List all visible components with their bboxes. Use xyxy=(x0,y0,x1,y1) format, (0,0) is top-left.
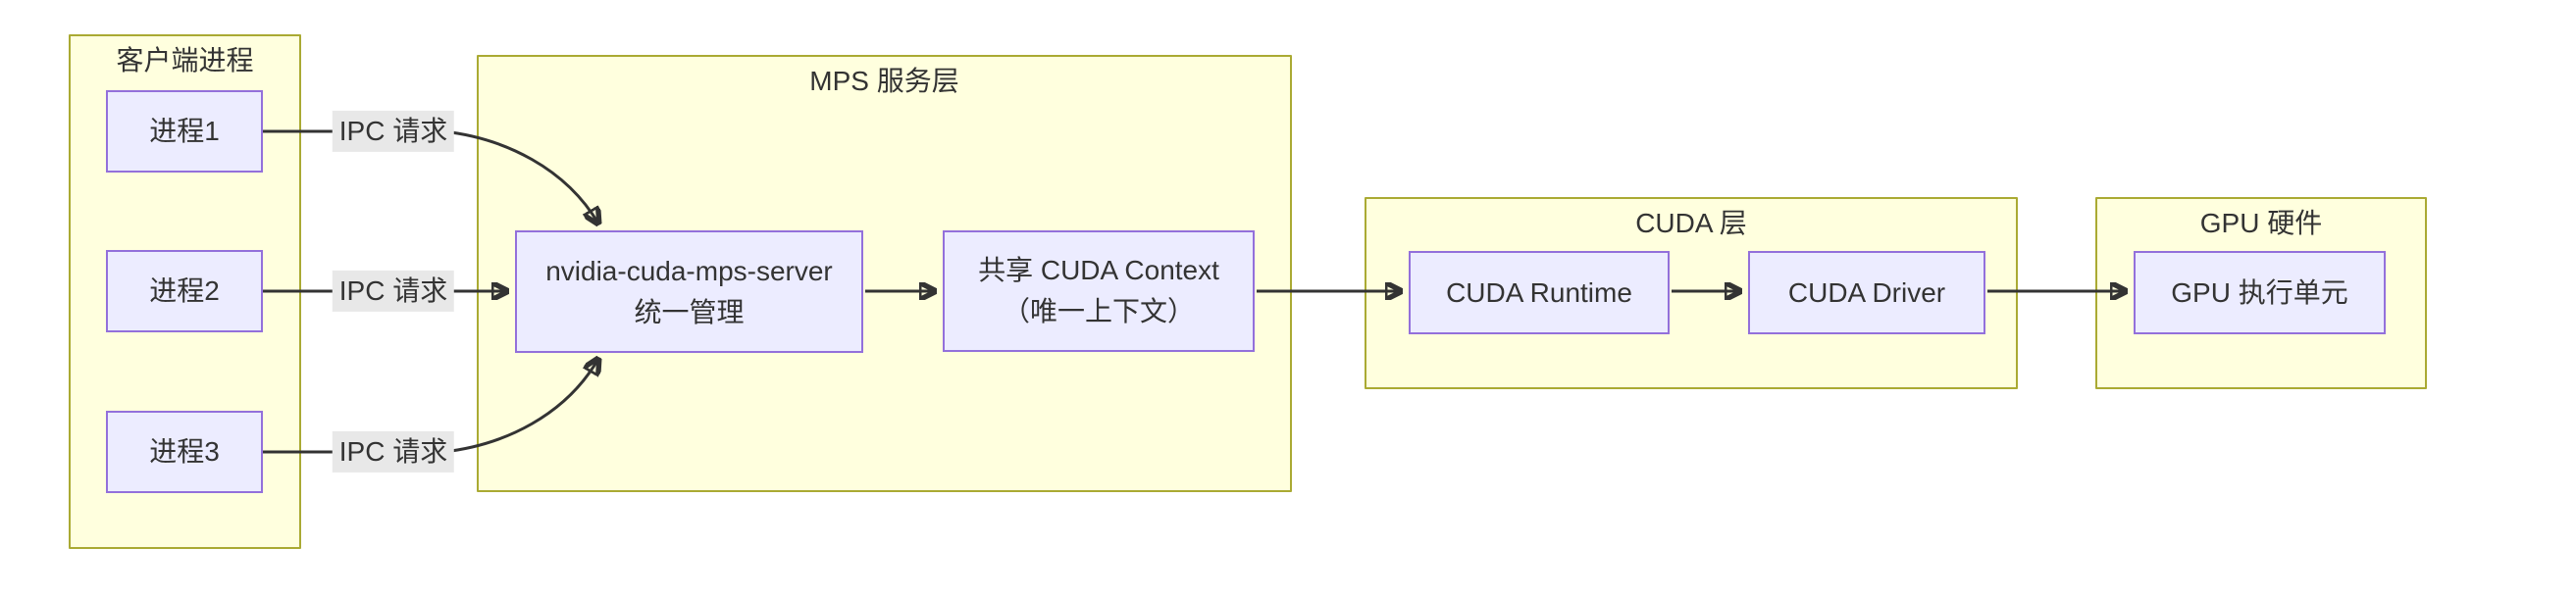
node-mps-server-label-line1: nvidia-cuda-mps-server xyxy=(545,255,833,286)
cluster-mps-title: MPS 服务层 xyxy=(809,66,959,96)
node-process-3: 进程3 xyxy=(106,411,263,493)
node-shared-cuda-context-label-line2: （唯一上下文） xyxy=(1002,296,1195,326)
node-process-2: 进程2 xyxy=(106,250,263,332)
node-cuda-runtime: CUDA Runtime xyxy=(1409,251,1670,334)
node-shared-cuda-context: 共享 CUDA Context （唯一上下文） xyxy=(943,230,1255,352)
node-process-2-label: 进程2 xyxy=(149,275,220,306)
node-process-1-label: 进程1 xyxy=(149,116,220,146)
node-gpu-exec-unit: GPU 执行单元 xyxy=(2134,251,2386,334)
node-mps-server: nvidia-cuda-mps-server 统一管理 xyxy=(515,230,863,353)
node-mps-server-label-line2: 统一管理 xyxy=(634,296,745,327)
node-cuda-driver-label: CUDA Driver xyxy=(1787,276,1946,308)
edge-label-ipc-request-1: IPC 请求 xyxy=(332,110,455,153)
edge-process3-to-server xyxy=(263,359,598,454)
node-shared-cuda-context-label-line1: 共享 CUDA Context xyxy=(978,255,1219,285)
edge-label-ipc-request-3: IPC 请求 xyxy=(332,430,455,473)
node-cuda-runtime-label: CUDA Runtime xyxy=(1446,276,1632,308)
cluster-cuda-title: CUDA 层 xyxy=(1635,208,1747,238)
node-process-3-label: 进程3 xyxy=(149,436,220,467)
node-process-1: 进程1 xyxy=(106,90,263,173)
edge-label-ipc-request-2: IPC 请求 xyxy=(332,270,455,313)
cluster-gpu-title: GPU 硬件 xyxy=(2199,208,2323,238)
node-cuda-driver: CUDA Driver xyxy=(1748,251,1985,334)
node-gpu-exec-unit-label: GPU 执行单元 xyxy=(2171,276,2348,308)
cluster-client-title: 客户端进程 xyxy=(116,45,254,75)
edge-process1-to-server xyxy=(263,129,598,224)
